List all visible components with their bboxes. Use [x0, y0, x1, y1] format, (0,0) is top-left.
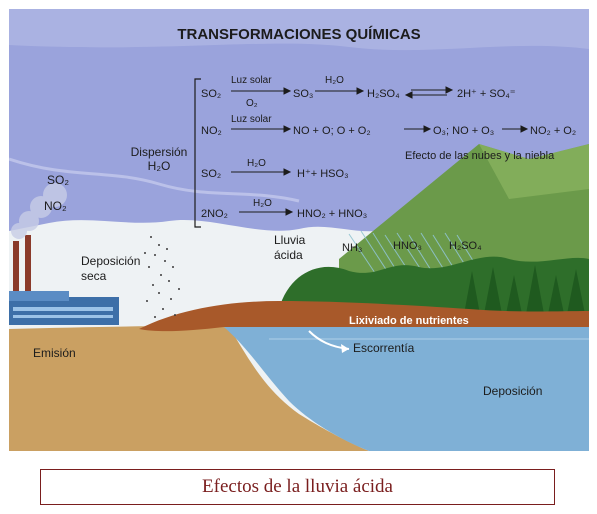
- pine-trees: [464, 265, 585, 314]
- dry-deposition-label-1: Deposición: [81, 254, 140, 268]
- dispersion-label: Dispersión: [131, 145, 188, 159]
- r2-product: NO₂ + O₂: [530, 125, 576, 137]
- hno3-label: HNO₃: [393, 240, 422, 252]
- emission-label: Emisión: [33, 346, 76, 360]
- r4-reactant: 2NO₂: [201, 208, 228, 220]
- acid-rain-diagram: TRANSFORMACIONES QUÍMICAS SO₂ Luz solar …: [9, 9, 589, 451]
- no2-emission-label: NO₂: [44, 199, 67, 213]
- figure-caption: Efectos de la lluvia ácida: [202, 476, 393, 497]
- caption-box: Efectos de la lluvia ácida: [40, 469, 555, 505]
- r4-product: HNO₂ + HNO₃: [297, 208, 367, 220]
- diagram-title: TRANSFORMACIONES QUÍMICAS: [177, 26, 420, 43]
- r2-reactant: NO₂: [201, 125, 222, 137]
- reaction-arrows: [231, 86, 529, 216]
- r2-condition: Luz solar: [231, 114, 272, 125]
- acid-rain-label-2: ácida: [274, 248, 303, 262]
- ground: [9, 326, 369, 451]
- r1-condition2: H₂O: [325, 75, 344, 86]
- r2-step2: O₃; NO + O₃: [433, 125, 494, 137]
- lake: [224, 327, 589, 451]
- runoff-label: Escorrentía: [353, 341, 415, 355]
- r1-product: H₂SO₄: [367, 88, 400, 100]
- reactions-bracket: [194, 78, 201, 228]
- r1-reactant: SO₂: [201, 88, 221, 100]
- r3-reactant: SO₂: [201, 168, 221, 180]
- r2-step1: NO + O; O + O₂: [293, 125, 371, 137]
- deposition-label: Deposición: [483, 384, 542, 398]
- r1-intermediate: SO₃: [293, 88, 313, 100]
- r3-product: H⁺+ HSO₃: [297, 168, 349, 180]
- r1-ions: 2H⁺ + SO₄⁼: [457, 88, 516, 100]
- nutrient-leaching-label: Lixiviado de nutrientes: [349, 315, 469, 327]
- clouds-effect-label: Efecto de las nubes y la niebla: [405, 150, 555, 162]
- nh3-label: NH₃: [342, 242, 362, 254]
- acid-rain-label-1: Lluvia: [274, 233, 306, 247]
- dry-deposition-label-2: seca: [81, 269, 107, 283]
- h2so4-label: H₂SO₄: [449, 240, 482, 252]
- smoke: [11, 183, 67, 239]
- r1-condition: Luz solar: [231, 75, 272, 86]
- soil-layer: [139, 301, 589, 332]
- cloud-highlight: [9, 9, 589, 51]
- r4-condition: H₂O: [253, 198, 272, 209]
- dry-deposition-particles: [144, 236, 180, 318]
- r1-condition-under: O₂: [246, 98, 258, 109]
- r3-condition: H₂O: [247, 158, 266, 169]
- so2-emission-label: SO₂: [47, 173, 69, 187]
- factory: [9, 235, 119, 325]
- dispersion-water-label: H₂O: [148, 159, 171, 173]
